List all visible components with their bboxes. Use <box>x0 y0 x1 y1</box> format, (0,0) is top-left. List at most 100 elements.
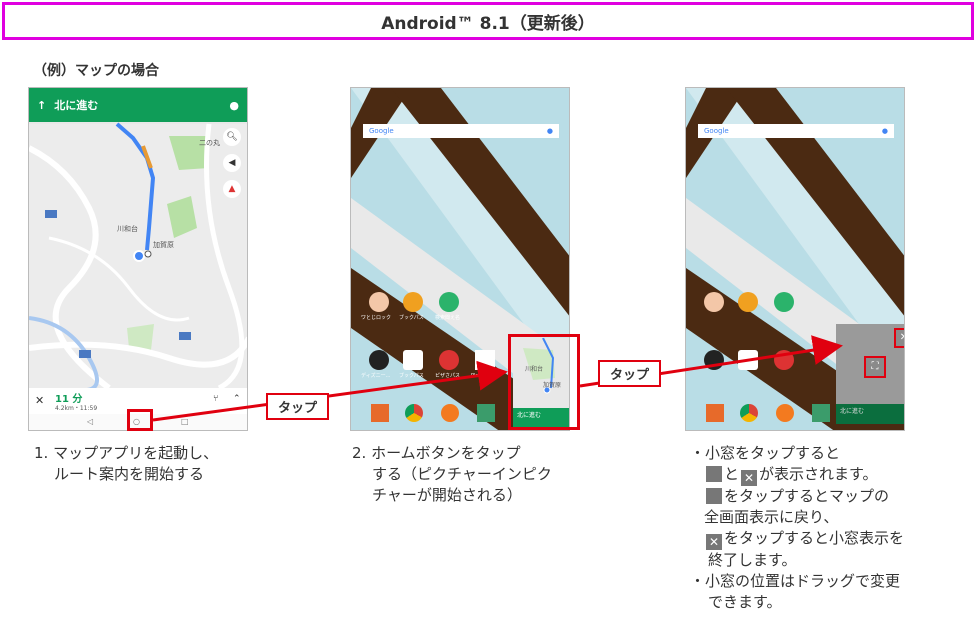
home-icon[interactable]: ○ <box>133 417 140 426</box>
app-label: Play ストア <box>471 373 499 379</box>
pip-nav-bar: 北に進む <box>836 404 904 424</box>
gallery-icon[interactable] <box>812 404 830 422</box>
compass-icon[interactable]: ▲ <box>223 180 241 198</box>
google-search-bar[interactable]: Google ● <box>363 124 559 138</box>
caption-line: をタップするとマップの <box>724 487 890 505</box>
pip-window[interactable]: 川和台 加賀原 北に進む <box>513 337 569 428</box>
app-icon[interactable] <box>439 350 459 370</box>
app-icon[interactable] <box>738 350 758 370</box>
park <box>127 324 154 350</box>
caption-line: と <box>724 465 740 483</box>
pip-nav-text: 北に進む <box>517 412 542 419</box>
step3-caption: ・小窓をタップすると と✕が表示されます。 をタップするとマップの 全画面表示に… <box>690 443 904 613</box>
pip-window[interactable]: 北に進む ✕ ⛶ <box>836 324 904 424</box>
eta-detail: 4.2km・11:59 <box>55 405 98 412</box>
maps-screenshot: ↑ 北に進む ● 🔍︎ ◀ ▲ 二の丸 川和台 加賀原 ✕ 11 分 4.2km… <box>28 87 248 431</box>
eta-time: 11 分 <box>55 394 83 405</box>
chrome-icon[interactable] <box>740 404 758 422</box>
app-label: ワとじロック <box>361 315 392 321</box>
caption-line: 全画面表示に戻り、 <box>704 508 839 526</box>
home-screenshot-pip-start: Google ● ワとじロック ブックパス 検索聞え名 ディズニー... ブック… <box>350 87 570 431</box>
app-label: 検索聞え名 <box>435 315 461 321</box>
mail-icon[interactable] <box>776 404 794 422</box>
current-location <box>133 250 145 262</box>
step2-caption: 2. ホームボタンをタップ する（ピクチャーインピク チャーが開始される） <box>352 443 552 506</box>
caption-line: ・小窓の位置はドラッグで変更 <box>690 572 901 590</box>
route-options-icon[interactable]: ⑂ <box>213 394 219 404</box>
expand-icon[interactable]: ⌃ <box>233 394 241 404</box>
expand-icon <box>706 488 722 504</box>
park <box>169 136 209 170</box>
close-icon: ✕ <box>706 534 722 550</box>
caption-line: 終了します。 <box>708 551 797 569</box>
app-label: ブックパス <box>399 315 424 321</box>
app-icon[interactable] <box>369 350 389 370</box>
dock-app-icon[interactable] <box>706 404 724 422</box>
pip-highlight <box>508 334 580 430</box>
nav-direction: 北に進む <box>54 99 99 112</box>
maps-nav-header: ↑ 北に進む ● <box>29 88 247 122</box>
tap-label: タップ <box>266 393 330 420</box>
caption-line: をタップすると小窓表示を <box>724 529 905 547</box>
app-icon[interactable] <box>704 350 724 370</box>
google-search-bar[interactable]: Google ● <box>698 124 894 138</box>
place-label: 加賀原 <box>153 241 174 249</box>
gallery-icon[interactable] <box>477 404 495 422</box>
app-icon[interactable] <box>369 292 389 312</box>
tap-label: タップ <box>598 360 662 387</box>
pip-nav-text: 北に進む <box>840 408 865 415</box>
pip-place: 川和台 <box>525 366 544 373</box>
pip-close-button[interactable]: ✕ <box>894 328 904 348</box>
recents-icon[interactable]: □ <box>181 417 189 426</box>
volume-icon[interactable]: ◀ <box>223 154 241 172</box>
mic-icon[interactable]: ● <box>229 98 239 112</box>
caption-line: 2. ホームボタンをタップ <box>352 444 521 462</box>
back-icon[interactable]: ◁ <box>87 417 94 426</box>
home-screenshot-pip-controls: Google ● 北に進む ✕ ⛶ <box>685 87 905 431</box>
app-icon[interactable] <box>704 292 724 312</box>
caption-line: ルート案内を開始する <box>54 465 205 483</box>
caption-line: が表示されます。 <box>759 465 878 483</box>
pip-place: 加賀原 <box>543 382 562 389</box>
app-label: ディズニー... <box>361 373 391 379</box>
park <box>167 196 197 238</box>
close-icon: ✕ <box>741 470 758 486</box>
app-icon[interactable] <box>439 292 459 312</box>
chrome-icon[interactable] <box>405 404 423 422</box>
caption-line: 1. マップアプリを起動し、 <box>34 444 219 462</box>
place-label: 二の丸 <box>199 139 220 147</box>
search-icon[interactable]: 🔍︎ <box>223 128 241 146</box>
place-label: 川和台 <box>117 225 138 233</box>
caption-line: チャーが開始される） <box>372 486 522 504</box>
pip-nav-bar: 北に進む <box>513 408 569 428</box>
arrow-up-icon: ↑ <box>37 98 47 112</box>
app-icon[interactable] <box>403 350 423 370</box>
home-button-highlight <box>127 409 153 431</box>
maps-canvas <box>29 122 247 396</box>
app-icon[interactable] <box>774 292 794 312</box>
app-icon[interactable] <box>738 292 758 312</box>
mail-icon[interactable] <box>441 404 459 422</box>
app-icon[interactable] <box>774 350 794 370</box>
google-logo: Google <box>704 127 729 135</box>
route-line <box>115 122 156 251</box>
example-label: （例）マップの場合 <box>33 63 159 79</box>
title-banner: Android™ 8.1（更新後） <box>2 2 974 40</box>
mic-icon[interactable]: ● <box>881 127 888 135</box>
pip-expand-button[interactable]: ⛶ <box>864 356 886 378</box>
caption-line: ・小窓をタップすると <box>690 444 841 462</box>
caption-line: できます。 <box>708 593 782 611</box>
mic-icon[interactable]: ● <box>546 127 553 135</box>
pip-map <box>523 337 555 394</box>
app-label: ブックパス <box>399 373 424 379</box>
dock-app-icon[interactable] <box>371 404 389 422</box>
app-label: ピザさパス <box>435 373 461 379</box>
google-logo: Google <box>369 127 394 135</box>
app-icon[interactable] <box>403 292 423 312</box>
caption-line: する（ピクチャーインピク <box>372 465 552 483</box>
app-icon[interactable] <box>475 350 495 370</box>
banner-title: Android™ 8.1（更新後） <box>381 13 595 34</box>
step1-caption: 1. マップアプリを起動し、 ルート案内を開始する <box>34 443 218 485</box>
close-icon[interactable]: ✕ <box>35 394 45 407</box>
expand-icon <box>706 466 722 482</box>
